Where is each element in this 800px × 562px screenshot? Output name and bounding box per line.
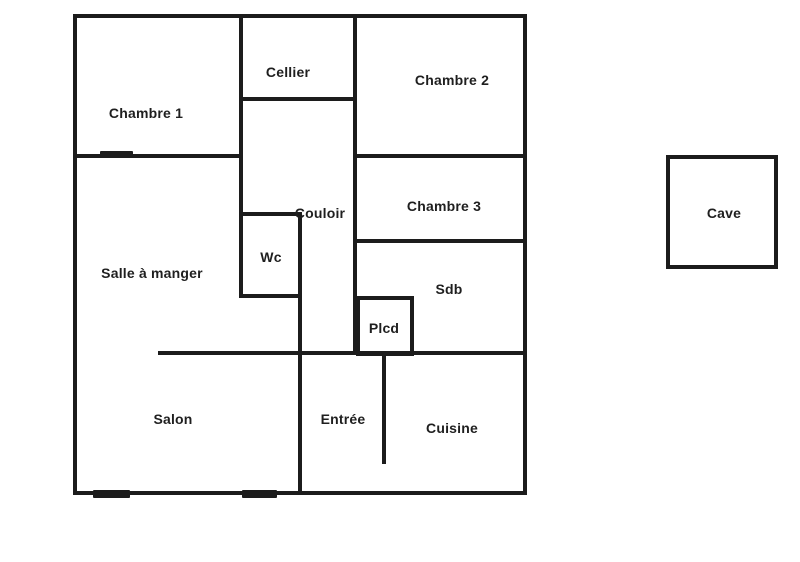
- room-label-cave: Cave: [706, 205, 742, 221]
- room-label-chambre-1: Chambre 1: [108, 105, 184, 121]
- wall-chambre2-bottom: [357, 154, 523, 158]
- room-label-entree: Entrée: [320, 411, 366, 427]
- wall-chambre1-bottom: [77, 154, 243, 158]
- wall-entree-cuisine-divider: [382, 351, 386, 464]
- room-label-wc: Wc: [260, 249, 282, 265]
- wall-couloir-right: [353, 14, 357, 355]
- room-label-couloir: Couloir: [294, 205, 346, 221]
- room-label-cellier: Cellier: [265, 64, 311, 80]
- wall-salon-top: [158, 351, 523, 355]
- wall-chambre3-bottom: [357, 239, 523, 243]
- room-label-chambre-2: Chambre 2: [414, 72, 490, 88]
- room-label-plcd: Plcd: [368, 320, 400, 336]
- cave-walls: [666, 155, 778, 269]
- room-label-cuisine: Cuisine: [426, 420, 478, 436]
- room-label-chambre-3: Chambre 3: [406, 198, 482, 214]
- room-label-salle-a-manger: Salle à manger: [101, 265, 203, 281]
- room-label-salon: Salon: [153, 411, 193, 427]
- door-mark-bottom-wall-middle: [242, 490, 277, 498]
- door-mark-chambre1-bottom: [100, 151, 133, 158]
- wall-cellier-bottom: [239, 97, 357, 101]
- room-label-sdb: Sdb: [435, 281, 463, 297]
- door-mark-bottom-wall-left: [93, 490, 130, 498]
- wall-salon-entree-divider: [298, 294, 302, 492]
- outer-wall: [73, 14, 527, 495]
- wc-walls: [239, 212, 302, 298]
